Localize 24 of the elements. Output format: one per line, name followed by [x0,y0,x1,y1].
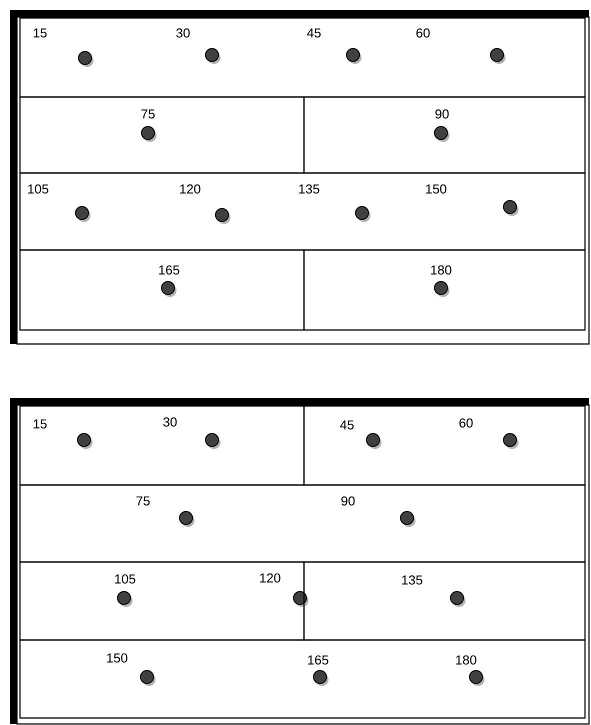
number-label: 165 [159,265,180,275]
number-label: 45 [340,420,354,430]
number-label: 150 [426,184,446,194]
number-label: 180 [431,265,452,275]
number-label: 15 [34,28,47,38]
number-label: 45 [307,28,321,38]
number-label: 60 [459,418,473,428]
number-label: 30 [176,28,190,38]
number-label: 135 [299,184,320,194]
number-label: 15 [34,419,47,429]
number-label: 75 [136,496,150,506]
number-label: 150 [107,653,128,663]
number-label: 135 [402,575,422,585]
number-label: 90 [341,496,355,506]
number-label: 60 [416,28,430,38]
number-label: 165 [308,655,328,665]
number-label: 120 [180,184,200,194]
number-label: 30 [163,417,177,427]
number-label: 105 [115,574,136,584]
number-label: 180 [456,655,476,665]
number-label: 90 [435,109,449,119]
number-label: 120 [260,573,280,583]
number-label: 105 [28,184,48,194]
number-label: 75 [141,109,155,119]
